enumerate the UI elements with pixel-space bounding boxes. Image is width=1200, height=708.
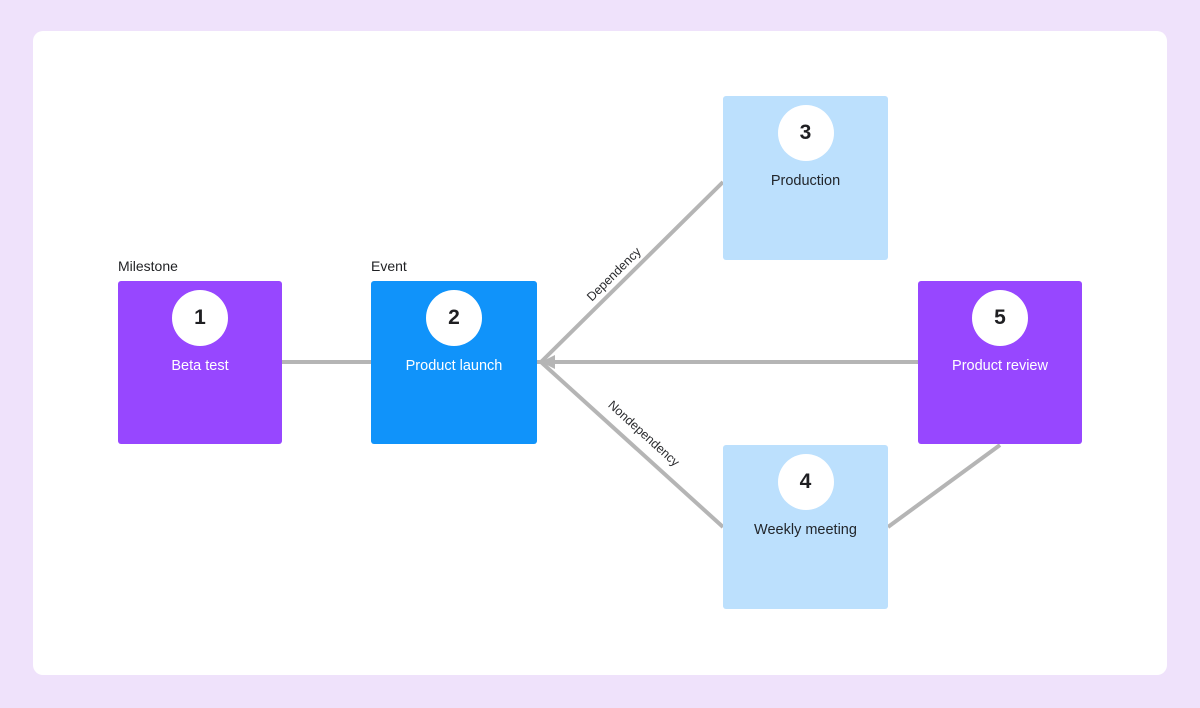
node-label: Product launch [405,358,503,374]
node-label: Product review [952,358,1048,374]
node-number-badge: 4 [777,454,834,510]
node-number-badge: 2 [426,290,482,346]
node-number-badge: 5 [972,290,1028,346]
node-label: Weekly meeting [754,522,857,538]
node-number-badge: 3 [777,105,834,161]
node-number-badge: 1 [172,290,228,346]
group-label-event: Event [371,258,407,274]
node-label: Production [770,173,841,189]
group-label-milestone: Milestone [118,258,178,274]
node-label: Beta test [171,358,229,374]
